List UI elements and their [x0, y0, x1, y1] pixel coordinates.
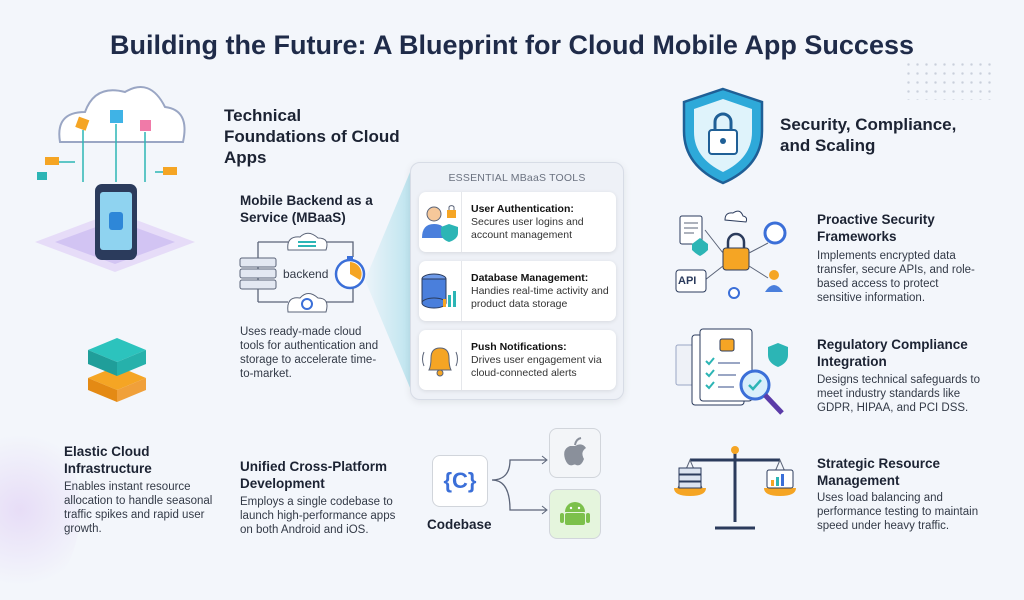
compliance-item-description: Designs technical safeguards to meet ind…: [817, 374, 981, 414]
tool-card-user-authentication: User Authentication:Secures user logins …: [419, 192, 616, 252]
mbaas-description: Uses ready-made cloud tools for authenti…: [240, 326, 379, 380]
codebase-icon: {C}: [432, 455, 488, 507]
backend-diagram: [239, 232, 366, 313]
backend-label: backend: [283, 267, 329, 281]
tool-card-database-management: Database Management:Handies real-time ac…: [419, 261, 616, 321]
codebase-arrows: [491, 455, 548, 515]
tool-description: Handies real-time activity and product d…: [471, 284, 609, 310]
dot-pattern: [904, 60, 994, 100]
tool-title: Database Management:: [471, 271, 589, 284]
tool-card-push-notifications: Push Notifications:Drives user engagemen…: [419, 330, 616, 390]
security-item-description: Implements encrypted data transfer, secu…: [817, 250, 975, 304]
essential-mbaas-tools-panel: ESSENTIAL MBaaS TOOLS User Authenticatio…: [410, 162, 624, 400]
page-title: Building the Future: A Blueprint for Clo…: [110, 30, 914, 60]
tool-title: User Authentication:: [471, 202, 574, 215]
user-lock-icon: [419, 192, 462, 252]
resource-item-description: Uses load balancing and performance test…: [817, 492, 979, 532]
elastic-description: Enables instant resource allocation to h…: [64, 481, 213, 535]
cross-platform-title: Unified Cross-Platform Development: [240, 459, 388, 491]
apple-icon: [549, 428, 601, 478]
codebase-label: Codebase: [427, 517, 492, 532]
bell-icon: [419, 330, 462, 390]
mbaas-title: Mobile Backend as a Service (MBaaS): [240, 193, 373, 225]
technical-foundations-heading: Technical Foundations of Cloud Apps: [224, 106, 400, 167]
security-framework-icon: [675, 210, 787, 299]
compliance-documents-icon: [675, 328, 788, 415]
compliance-item-title: Regulatory Compliance Integration: [817, 337, 968, 369]
panel-title: ESSENTIAL MBaaS TOOLS: [448, 172, 586, 184]
security-heading: Security, Compliance, and Scaling: [780, 115, 957, 155]
balance-scale-icon: [674, 446, 796, 530]
tool-description: Drives user engagement via cloud-connect…: [471, 353, 602, 379]
database-icon: [419, 261, 462, 321]
elastic-title: Elastic Cloud Infrastructure: [64, 444, 152, 476]
cloud-phone-illustration: [35, 86, 195, 272]
layered-infrastructure-icon: [88, 338, 146, 402]
android-icon: [549, 489, 601, 539]
api-label: API: [678, 275, 697, 287]
cross-platform-description: Employs a single codebase to launch high…: [240, 496, 396, 536]
tool-description: Secures user logins and account manageme…: [471, 215, 584, 241]
shield-lock-icon: [682, 87, 764, 185]
tool-title: Push Notifications:: [471, 340, 567, 353]
resource-item-title: Strategic Resource Management: [817, 456, 941, 488]
security-item-title: Proactive Security Frameworks: [817, 212, 935, 244]
